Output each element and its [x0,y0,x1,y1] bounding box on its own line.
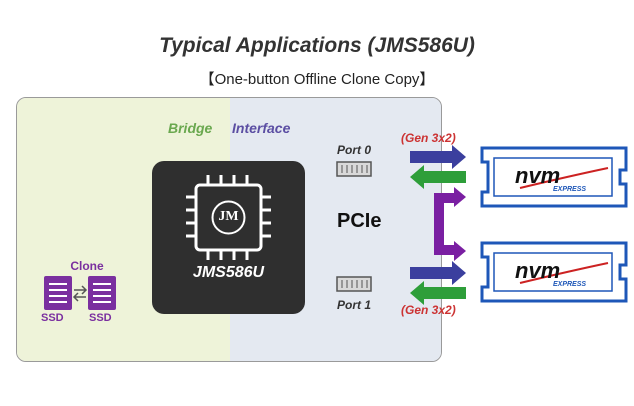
ssd-label: SSD [41,312,64,324]
clone-label: Clone [70,259,104,273]
port1-label: Port 1 [337,298,372,312]
link-arrows [410,145,466,305]
express-label: EXPRESS [553,281,587,288]
express-label: EXPRESS [553,186,587,193]
ssd-label: SSD [89,312,112,324]
arrow-in-top [410,165,466,189]
gen-label-top: (Gen 3x2) [401,131,456,145]
page-title: Typical Applications (JMS586U) [159,34,475,57]
clone-ssd-icon [44,276,116,310]
port0-label: Port 0 [337,143,372,157]
nvm-logo: nvm [515,258,561,283]
chip-logo: JM [218,209,239,224]
interface-label: Interface [232,120,291,136]
chip-name: JMS586U [192,264,265,281]
gen-label-bottom: (Gen 3x2) [401,303,456,317]
port1-connector-icon [336,276,372,292]
page-subtitle: 【One-button Offline Clone Copy】 [199,71,435,88]
arrow-out-bottom [410,261,466,285]
arrow-out-top [410,145,466,169]
pcie-label: PCIe [337,210,382,232]
bridge-label: Bridge [168,120,213,136]
chip-icon [186,175,271,260]
board-panel [16,97,442,362]
nvm-logo: nvm [515,163,561,188]
nvme-drive-top [480,146,628,208]
port0-connector-icon [336,161,372,177]
arrow-in-bottom [410,281,466,305]
nvme-drive-bottom [480,241,628,303]
pcie-link-bracket [434,187,466,261]
